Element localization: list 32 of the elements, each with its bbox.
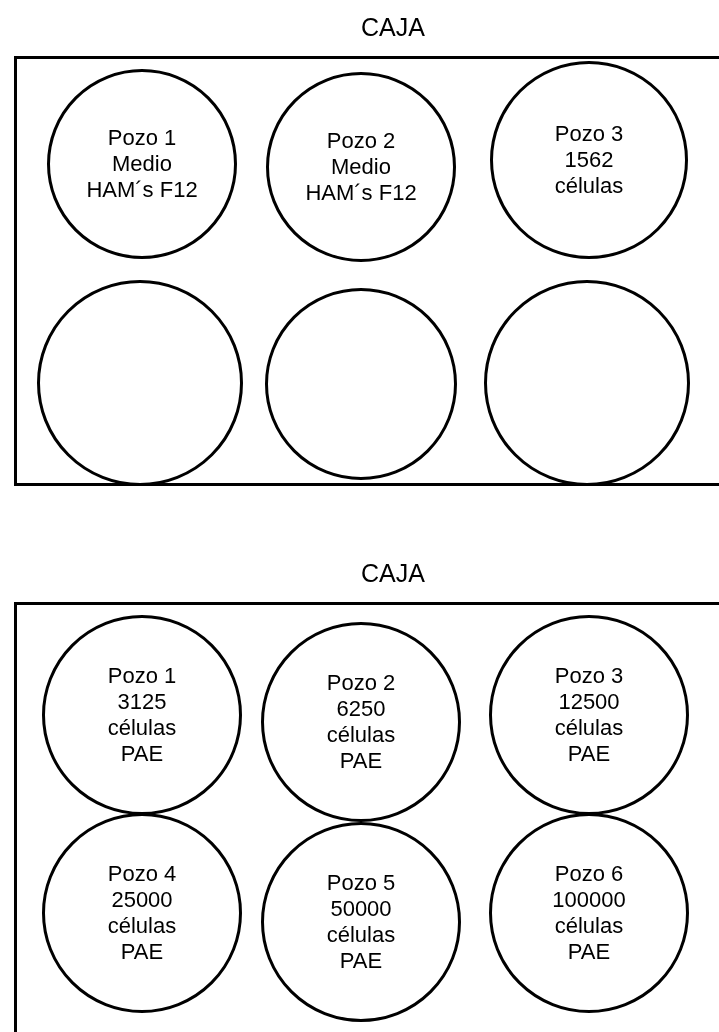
well-label: Pozo 2 bbox=[325, 670, 397, 696]
well-circle bbox=[42, 813, 242, 1013]
well-label: Pozo 6 bbox=[553, 861, 625, 887]
well-label: Pozo 3 bbox=[553, 121, 625, 147]
well-circle bbox=[489, 813, 689, 1013]
well-circle bbox=[42, 615, 242, 815]
well-circle bbox=[261, 622, 461, 822]
well-content: 12500 células PAE bbox=[553, 689, 625, 767]
well-circle bbox=[484, 280, 690, 486]
well-content: 3125 células PAE bbox=[106, 689, 178, 767]
well-circle bbox=[37, 280, 243, 486]
plate-title: CAJA bbox=[360, 559, 426, 588]
well-circle bbox=[490, 61, 688, 259]
well-content: 100000 células PAE bbox=[551, 887, 627, 965]
well-content: 50000 células PAE bbox=[325, 896, 397, 974]
well-content: Medio HAM´s F12 bbox=[305, 154, 417, 206]
well-circle bbox=[489, 615, 689, 815]
well-content: Medio HAM´s F12 bbox=[86, 151, 198, 203]
well-content: 6250 células PAE bbox=[325, 696, 397, 774]
plate-title: CAJA bbox=[360, 13, 426, 42]
well-label: Pozo 1 bbox=[106, 125, 178, 151]
well-circle bbox=[261, 822, 461, 1022]
well-circle bbox=[265, 288, 457, 480]
well-label: Pozo 3 bbox=[553, 663, 625, 689]
well-content: 25000 células PAE bbox=[106, 887, 178, 965]
well-circle bbox=[266, 72, 456, 262]
well-label: Pozo 2 bbox=[325, 128, 397, 154]
well-label: Pozo 4 bbox=[106, 861, 178, 887]
well-circle bbox=[47, 69, 237, 259]
well-label: Pozo 1 bbox=[106, 663, 178, 689]
well-content: 1562 células bbox=[553, 147, 625, 199]
well-label: Pozo 5 bbox=[325, 870, 397, 896]
